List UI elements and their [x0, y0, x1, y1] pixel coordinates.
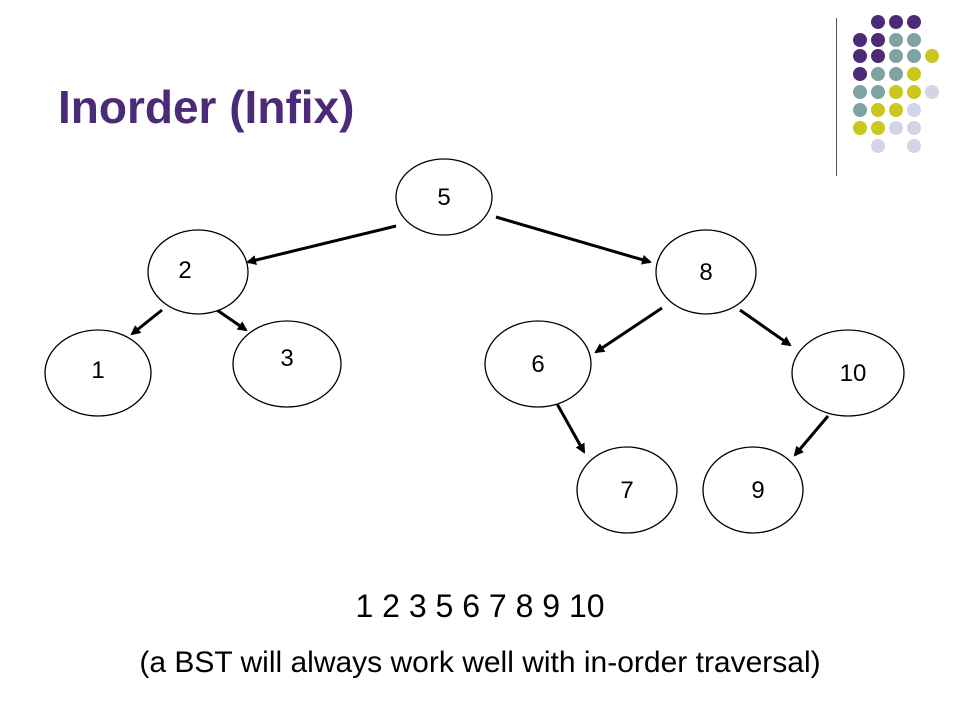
decorative-dot — [853, 85, 867, 99]
decorative-dot — [889, 85, 903, 99]
decorative-dot — [907, 85, 921, 99]
decorative-dot — [925, 85, 939, 99]
edge-n10-to-n9 — [793, 415, 830, 457]
decorative-dot — [925, 49, 939, 63]
edge-n5-to-n8 — [495, 215, 652, 265]
decorative-dot — [871, 139, 885, 153]
node-ellipse — [395, 158, 493, 236]
node-label: 9 — [751, 477, 764, 504]
decorative-dot — [889, 49, 903, 63]
decorative-dot — [853, 49, 867, 63]
edge-n8-to-n6 — [594, 306, 663, 354]
node-label: 8 — [699, 259, 712, 286]
decorative-dot — [853, 103, 867, 117]
decorative-dot — [889, 15, 903, 29]
tree-edges — [130, 215, 830, 457]
binary-search-tree-diagram: 5 2 8 1 3 6 10 7 9 — [44, 158, 905, 534]
node-label: 6 — [531, 351, 544, 378]
tree-node-10: 10 — [791, 329, 905, 417]
node-ellipse — [576, 446, 678, 534]
edge-n2-to-n1 — [130, 308, 163, 336]
node-label: 10 — [840, 360, 867, 387]
decorative-dot — [907, 103, 921, 117]
tree-node-5: 5 — [395, 158, 493, 236]
slide-title: Inorder (Infix) — [58, 81, 355, 133]
node-label: 1 — [91, 357, 104, 384]
tree-node-6: 6 — [484, 320, 592, 408]
edge-n5-to-n2 — [246, 224, 397, 265]
node-label: 5 — [437, 184, 450, 211]
edge-n8-to-n10 — [739, 308, 792, 347]
decorative-dot — [871, 67, 885, 81]
node-label: 3 — [280, 345, 293, 372]
tree-node-8: 8 — [655, 229, 757, 315]
node-ellipse — [232, 320, 342, 408]
node-ellipse — [791, 329, 905, 417]
tree-node-7: 7 — [576, 446, 678, 534]
inorder-sequence: 1 2 3 5 6 7 8 9 10 — [355, 588, 605, 624]
decorative-dot — [889, 67, 903, 81]
edge-n6-to-n7 — [554, 401, 586, 454]
tree-node-3: 3 — [232, 320, 342, 408]
decorative-dot — [871, 85, 885, 99]
node-ellipse — [44, 329, 152, 417]
decorative-dot — [871, 33, 885, 47]
decorative-dot — [871, 103, 885, 117]
decorative-dot — [889, 103, 903, 117]
tree-node-1: 1 — [44, 329, 152, 417]
decorative-dot — [871, 121, 885, 135]
decorative-dot — [889, 121, 903, 135]
decorative-dot — [907, 121, 921, 135]
decorative-dot — [907, 33, 921, 47]
decorative-dot — [871, 15, 885, 29]
node-ellipse — [655, 229, 757, 315]
decorative-dot — [907, 49, 921, 63]
decorative-dot — [907, 15, 921, 29]
decorative-dot — [871, 49, 885, 63]
decorative-dot — [907, 67, 921, 81]
tree-node-2: 2 — [147, 229, 249, 315]
tree-node-9: 9 — [702, 446, 804, 534]
node-ellipse — [147, 229, 249, 315]
node-label: 7 — [620, 477, 633, 504]
decorative-divider-line — [836, 18, 837, 176]
tree-nodes: 5 2 8 1 3 6 10 7 9 — [44, 158, 905, 534]
decorative-dot — [907, 139, 921, 153]
node-ellipse — [484, 320, 592, 408]
node-label: 2 — [178, 257, 191, 284]
decorative-dot — [853, 67, 867, 81]
decorative-dot-grid — [853, 15, 939, 153]
decorative-dot — [889, 33, 903, 47]
decorative-dot — [853, 33, 867, 47]
decorative-dot — [853, 121, 867, 135]
caption-text: (a BST will always work well with in-ord… — [139, 646, 821, 679]
node-ellipse — [702, 446, 804, 534]
edge-n2-to-n3 — [213, 306, 248, 332]
